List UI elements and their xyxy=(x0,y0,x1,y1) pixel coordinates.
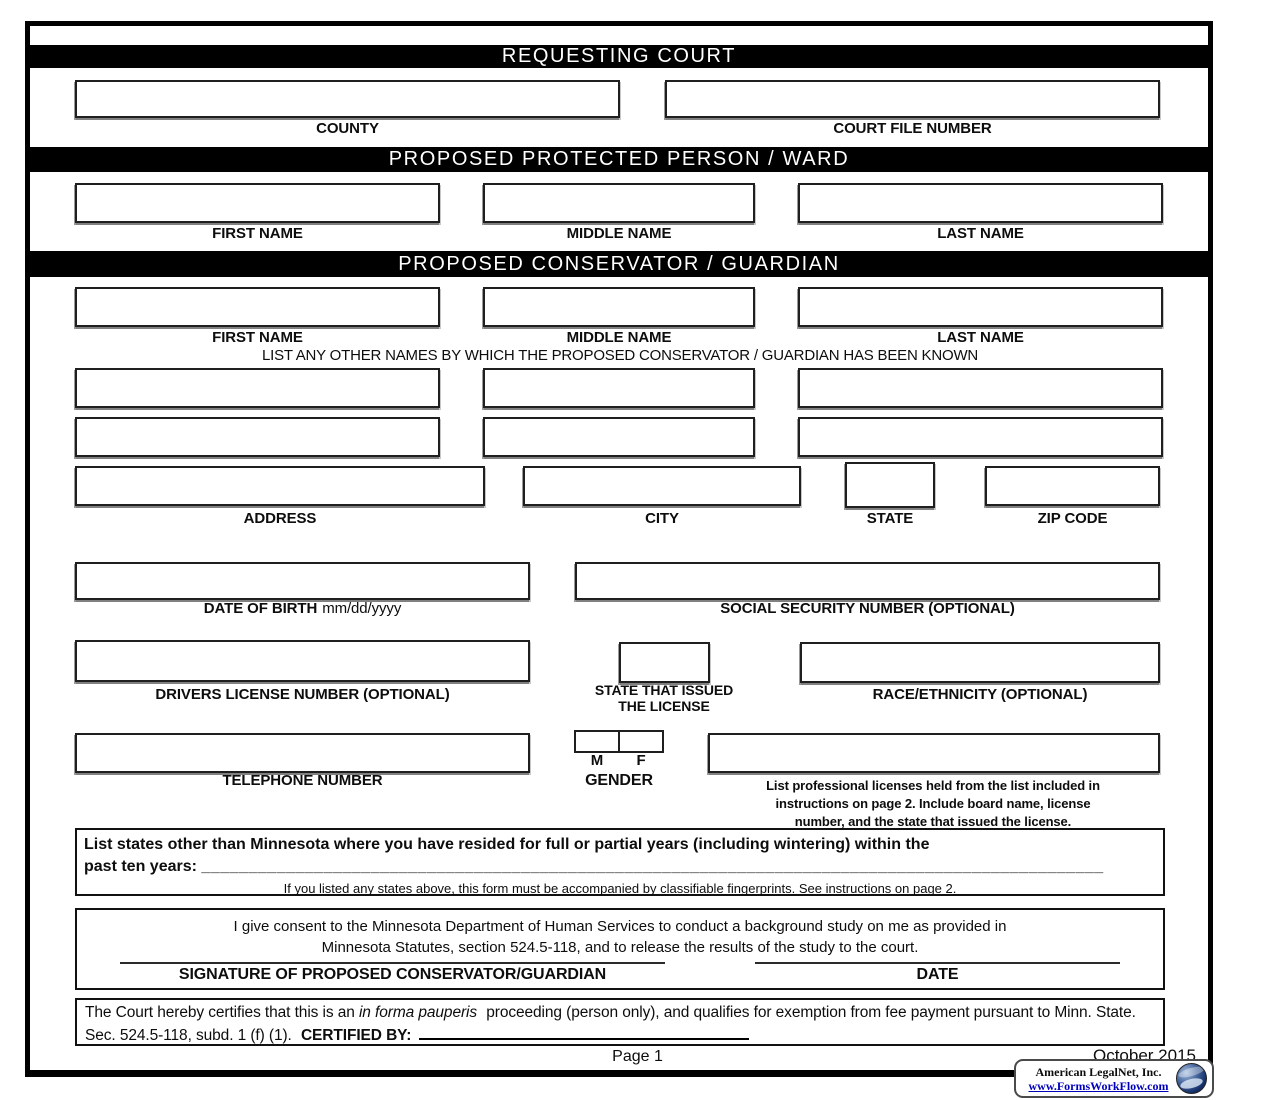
other-name-1a-field[interactable] xyxy=(75,368,440,408)
court-file-number-field[interactable] xyxy=(665,80,1160,118)
license-state-field[interactable] xyxy=(619,642,710,683)
signature-label: SIGNATURE OF PROPOSED CONSERVATOR/GUARDI… xyxy=(178,966,607,983)
drivers-license-label: DRIVERS LICENSE NUMBER (OPTIONAL) xyxy=(155,686,450,703)
telephone-field[interactable] xyxy=(75,733,530,773)
ssn-field[interactable] xyxy=(575,562,1160,600)
county-field[interactable] xyxy=(75,80,620,118)
legalnet-company-name: American LegalNet, Inc. xyxy=(1035,1064,1162,1079)
state-field[interactable] xyxy=(845,462,935,508)
gender-female-checkbox[interactable] xyxy=(618,730,664,753)
city-field[interactable] xyxy=(523,466,801,506)
in-forma-pauperis-italic: in forma pauperis xyxy=(358,1004,478,1021)
ward-last-name-field[interactable] xyxy=(798,183,1163,223)
states-resided-line2: past ten years: ________________________… xyxy=(84,858,1104,875)
legalnet-badge: American LegalNet, Inc. www.FormsWorkFlo… xyxy=(1014,1059,1214,1098)
certified-by-label: CERTIFIED BY: xyxy=(300,1027,412,1044)
gender-male-checkbox[interactable] xyxy=(574,730,620,753)
conservator-middle-name-field[interactable] xyxy=(483,287,755,327)
conservator-first-name-field[interactable] xyxy=(75,287,440,327)
other-names-instruction: LIST ANY OTHER NAMES BY WHICH THE PROPOS… xyxy=(261,347,979,364)
legalnet-badge-text: American LegalNet, Inc. www.FormsWorkFlo… xyxy=(1021,1065,1176,1093)
gender-label: GENDER xyxy=(585,772,653,789)
conservator-first-name-label: FIRST NAME xyxy=(212,329,303,346)
section-header-protected-person: PROPOSED PROTECTED PERSON / WARD xyxy=(30,147,1208,172)
ssn-label: SOCIAL SECURITY NUMBER (OPTIONAL) xyxy=(720,600,1015,617)
race-ethnicity-field[interactable] xyxy=(800,642,1160,683)
ward-middle-name-field[interactable] xyxy=(483,183,755,223)
court-certification-text: The Court hereby certifies that this is … xyxy=(85,1004,1136,1044)
ward-middle-name-label: MIDDLE NAME xyxy=(566,225,672,242)
telephone-label: TELEPHONE NUMBER xyxy=(222,772,383,789)
other-name-1b-field[interactable] xyxy=(483,368,755,408)
consent-box: I give consent to the Minnesota Departme… xyxy=(75,908,1165,990)
date-label: DATE xyxy=(916,966,959,983)
fingerprints-note: If you listed any states above, this for… xyxy=(283,881,957,896)
professional-licenses-field[interactable] xyxy=(708,733,1160,773)
states-resided-fill-line[interactable]: ________________________________________… xyxy=(201,858,1104,875)
states-resided-line1: List states other than Minnesota where y… xyxy=(84,836,930,853)
other-name-2c-field[interactable] xyxy=(798,417,1163,457)
address-field[interactable] xyxy=(75,466,485,506)
gender-male-label: M xyxy=(590,752,604,769)
section-header-conservator: PROPOSED CONSERVATOR / GUARDIAN xyxy=(30,251,1208,277)
states-resided-box: List states other than Minnesota where y… xyxy=(75,828,1165,896)
drivers-license-field[interactable] xyxy=(75,640,530,682)
form-frame xyxy=(25,21,1213,1077)
consent-line1: I give consent to the Minnesota Departme… xyxy=(233,918,1007,935)
section-header-requesting-court: REQUESTING COURT xyxy=(30,45,1208,68)
ward-first-name-field[interactable] xyxy=(75,183,440,223)
page-number: Page 1 xyxy=(612,1048,663,1065)
state-label: STATE xyxy=(866,510,914,527)
other-name-2a-field[interactable] xyxy=(75,417,440,457)
conservator-last-name-label: LAST NAME xyxy=(937,329,1024,346)
certified-by-line[interactable] xyxy=(419,1024,750,1040)
ward-first-name-label: FIRST NAME xyxy=(212,225,303,242)
gender-female-label: F xyxy=(636,752,646,769)
conservator-middle-name-label: MIDDLE NAME xyxy=(566,329,672,346)
globe-logo-icon xyxy=(1176,1063,1207,1094)
ward-last-name-label: LAST NAME xyxy=(937,225,1024,242)
other-name-2b-field[interactable] xyxy=(483,417,755,457)
formsworkflow-link[interactable]: www.FormsWorkFlow.com xyxy=(1028,1078,1169,1093)
date-line[interactable] xyxy=(755,962,1120,964)
zip-code-label: ZIP CODE xyxy=(1037,510,1108,527)
court-file-number-label: COURT FILE NUMBER xyxy=(833,120,992,137)
address-label: ADDRESS xyxy=(243,510,317,527)
consent-line2: Minnesota Statutes, section 524.5-118, a… xyxy=(321,939,919,956)
signature-line[interactable] xyxy=(120,962,665,964)
zip-code-field[interactable] xyxy=(985,466,1160,506)
race-ethnicity-label: RACE/ETHNICITY (OPTIONAL) xyxy=(872,686,1088,703)
county-label: COUNTY xyxy=(316,120,379,137)
court-certification-box: The Court hereby certifies that this is … xyxy=(75,998,1165,1046)
date-of-birth-field[interactable] xyxy=(75,562,530,600)
professional-licenses-note: List professional licenses held from the… xyxy=(766,778,1100,829)
other-name-1c-field[interactable] xyxy=(798,368,1163,408)
conservator-last-name-field[interactable] xyxy=(798,287,1163,327)
city-label: CITY xyxy=(645,510,679,527)
license-state-label: STATE THAT ISSUED THE LICENSE xyxy=(594,682,734,714)
